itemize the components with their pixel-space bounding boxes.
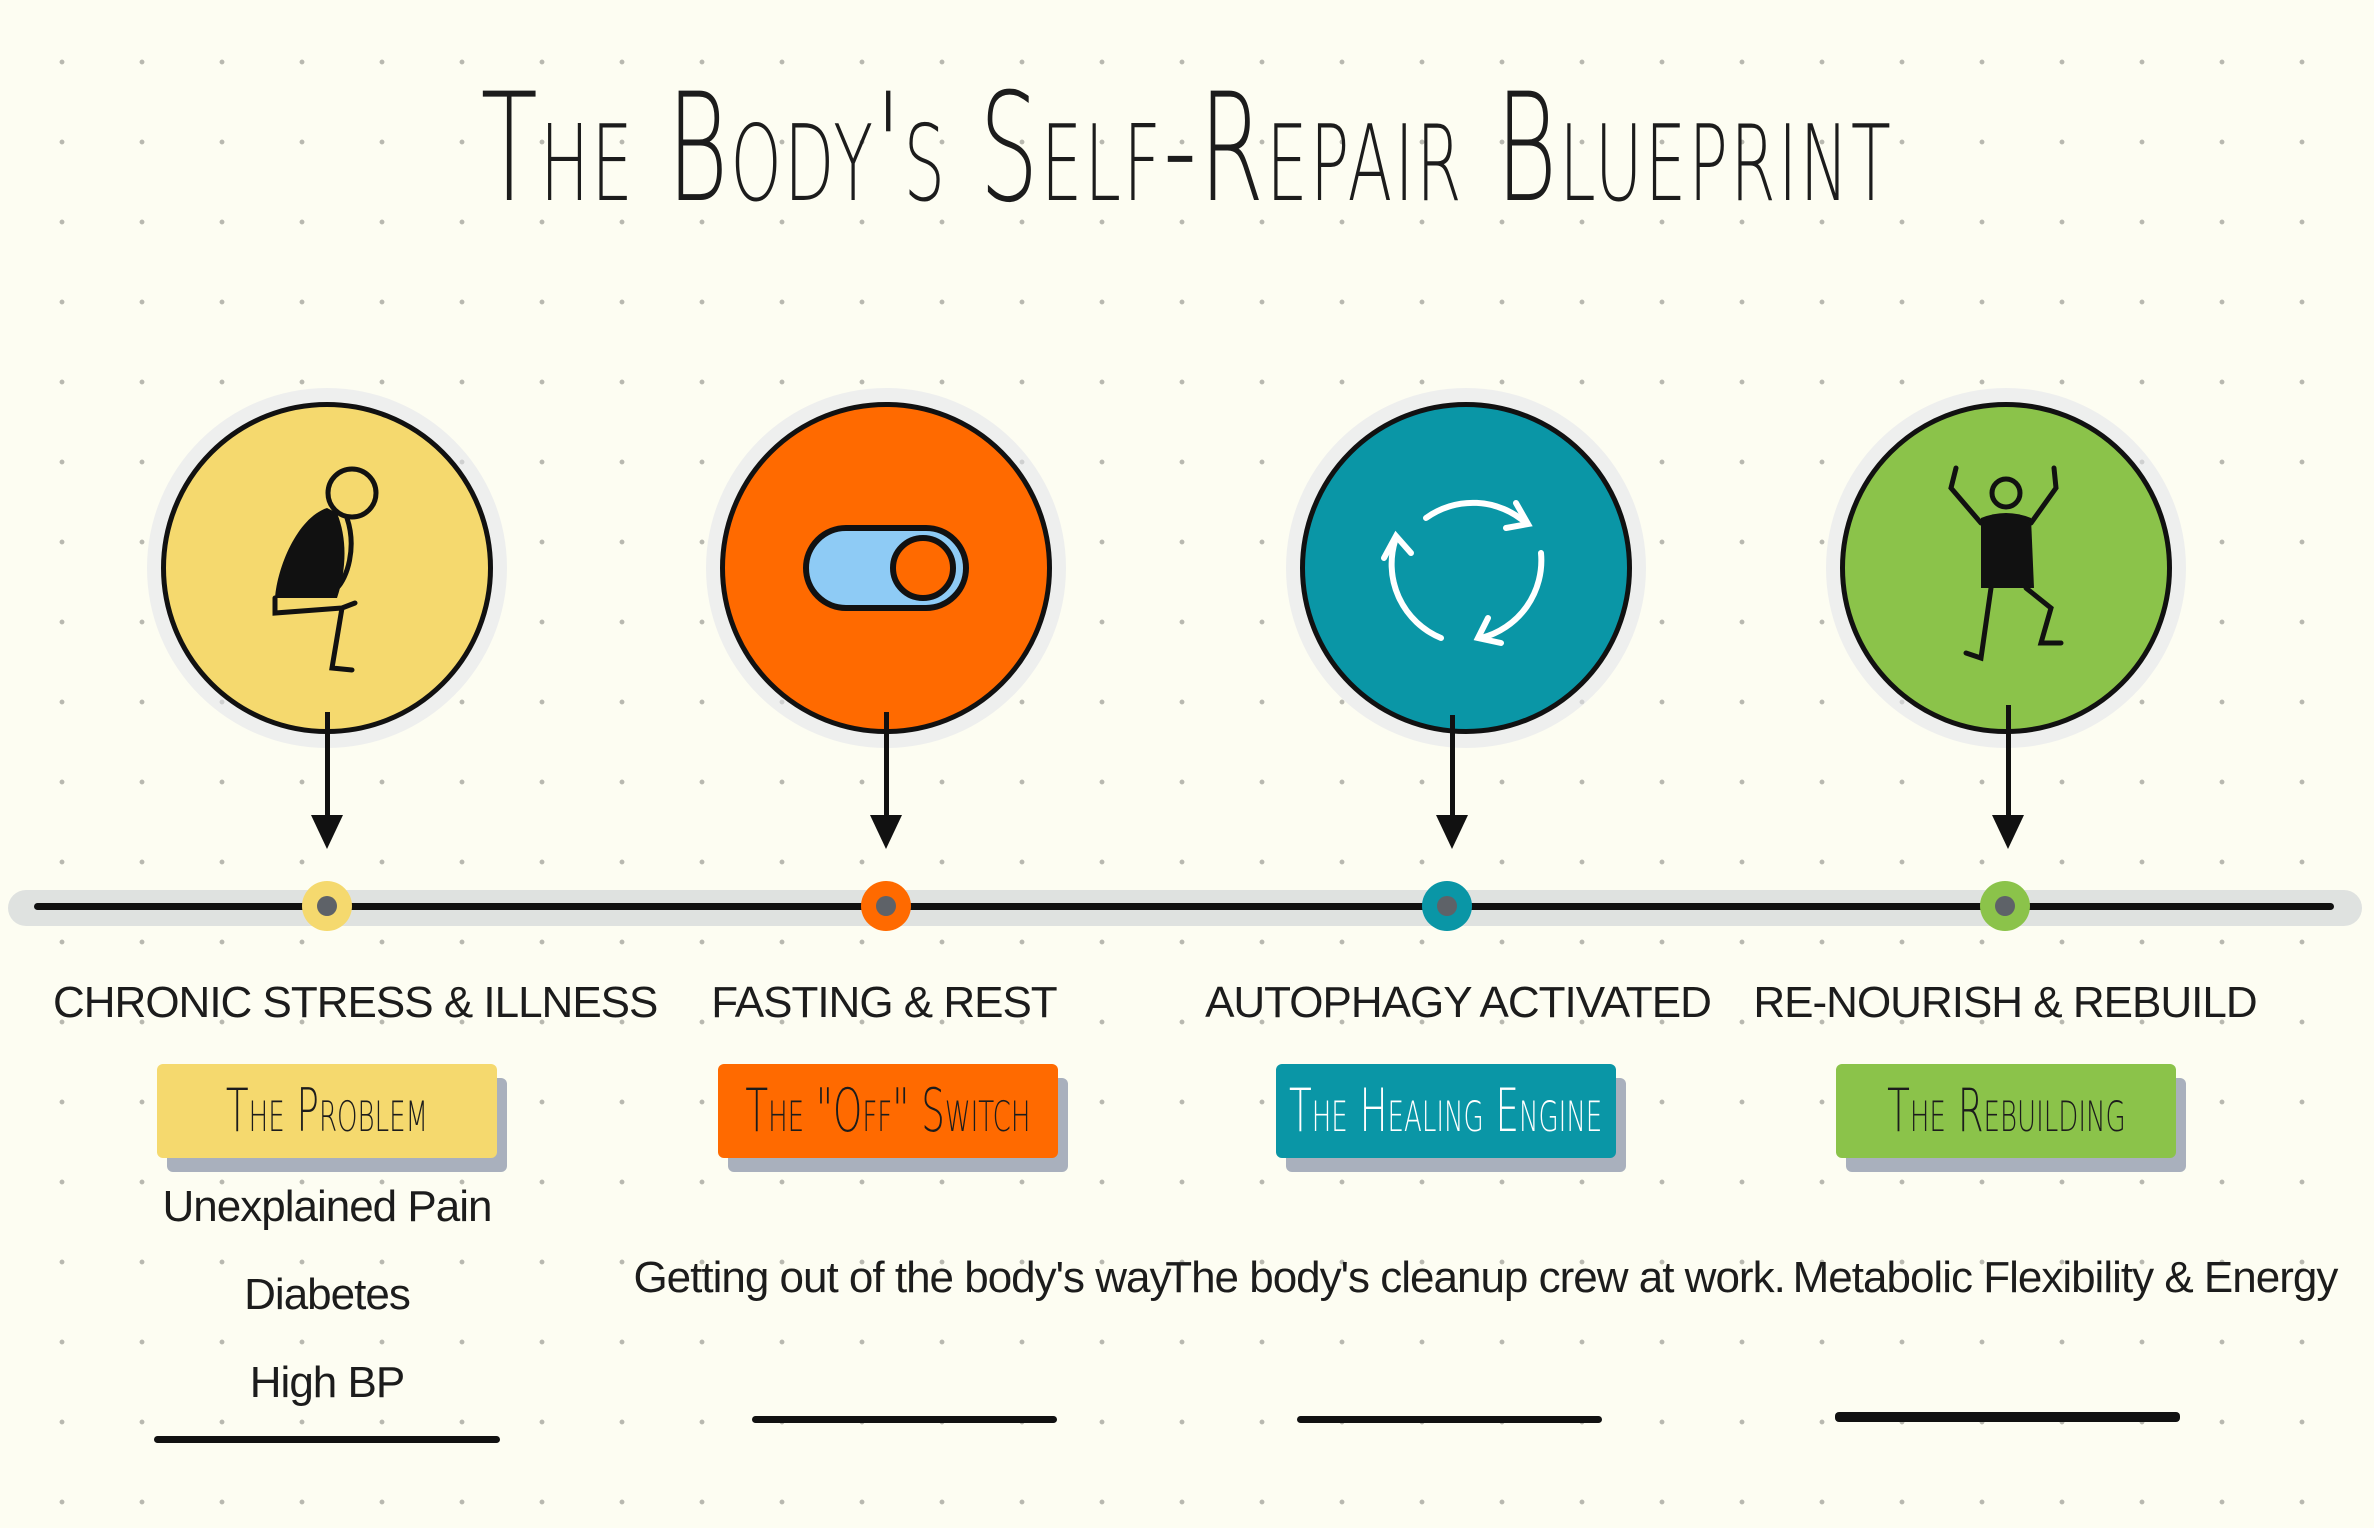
badge-label: The "Off" Switch	[745, 1076, 1031, 1146]
underline-divider	[1297, 1416, 1602, 1423]
badge-label: The Healing Engine	[1289, 1076, 1603, 1146]
underline-divider	[752, 1416, 1057, 1423]
jumping-person-icon	[1948, 465, 2064, 662]
hunched-person-icon	[272, 466, 379, 673]
stage-4-description: Metabolic Flexibility & Energy	[1792, 1253, 2339, 1302]
stage-1-description-1: Unexplained Pain	[162, 1182, 493, 1231]
stage-2-label: FASTING & REST	[711, 978, 1057, 1027]
stage-1-circle	[161, 402, 493, 734]
stage-1-badge: The Problem	[157, 1064, 507, 1172]
stage-4-circle	[1840, 402, 2172, 734]
timeline-dot-3	[1422, 881, 1472, 931]
stage-2-circle	[720, 402, 1052, 734]
badge-label: The Rebuilding	[1886, 1076, 2126, 1146]
stage-3-description: The body's cleanup crew at work.	[1165, 1253, 1786, 1302]
page-title: The Body's Self-Repair Blueprint	[480, 62, 1894, 236]
stage-2-badge: The "Off" Switch	[718, 1064, 1068, 1172]
arrow-stage-1	[325, 712, 330, 822]
stage-2-description: Getting out of the body's way	[633, 1253, 1171, 1302]
stage-3-circle	[1300, 402, 1632, 734]
arrow-stage-4	[2006, 705, 2011, 820]
arrowhead-icon	[1436, 815, 1468, 849]
recycle-arrows-icon	[1381, 499, 1545, 646]
badge-label: The Problem	[225, 1076, 429, 1146]
stage-1-label: CHRONIC STRESS & ILLNESS	[53, 978, 658, 1027]
arrowhead-icon	[870, 815, 902, 849]
stage-4-badge: The Rebuilding	[1836, 1064, 2186, 1172]
underline-divider	[1835, 1412, 2180, 1422]
timeline-dot-1	[302, 881, 352, 931]
timeline-dot-4	[1980, 881, 2030, 931]
arrow-stage-3	[1450, 715, 1455, 820]
toggle-switch-icon	[803, 525, 969, 611]
arrowhead-icon	[1992, 815, 2024, 849]
arrowhead-icon	[311, 815, 343, 849]
timeline-dot-2	[861, 881, 911, 931]
timeline-line	[34, 903, 2334, 910]
stage-1-description-2: Diabetes	[244, 1270, 411, 1319]
underline-divider	[154, 1436, 500, 1443]
arrow-stage-2	[884, 712, 889, 822]
stage-4-label: RE-NOURISH & REBUILD	[1753, 978, 2257, 1027]
stage-3-badge: The Healing Engine	[1276, 1064, 1626, 1172]
stage-1-description-3: High BP	[249, 1358, 405, 1407]
stage-3-label: AUTOPHAGY ACTIVATED	[1205, 978, 1712, 1027]
